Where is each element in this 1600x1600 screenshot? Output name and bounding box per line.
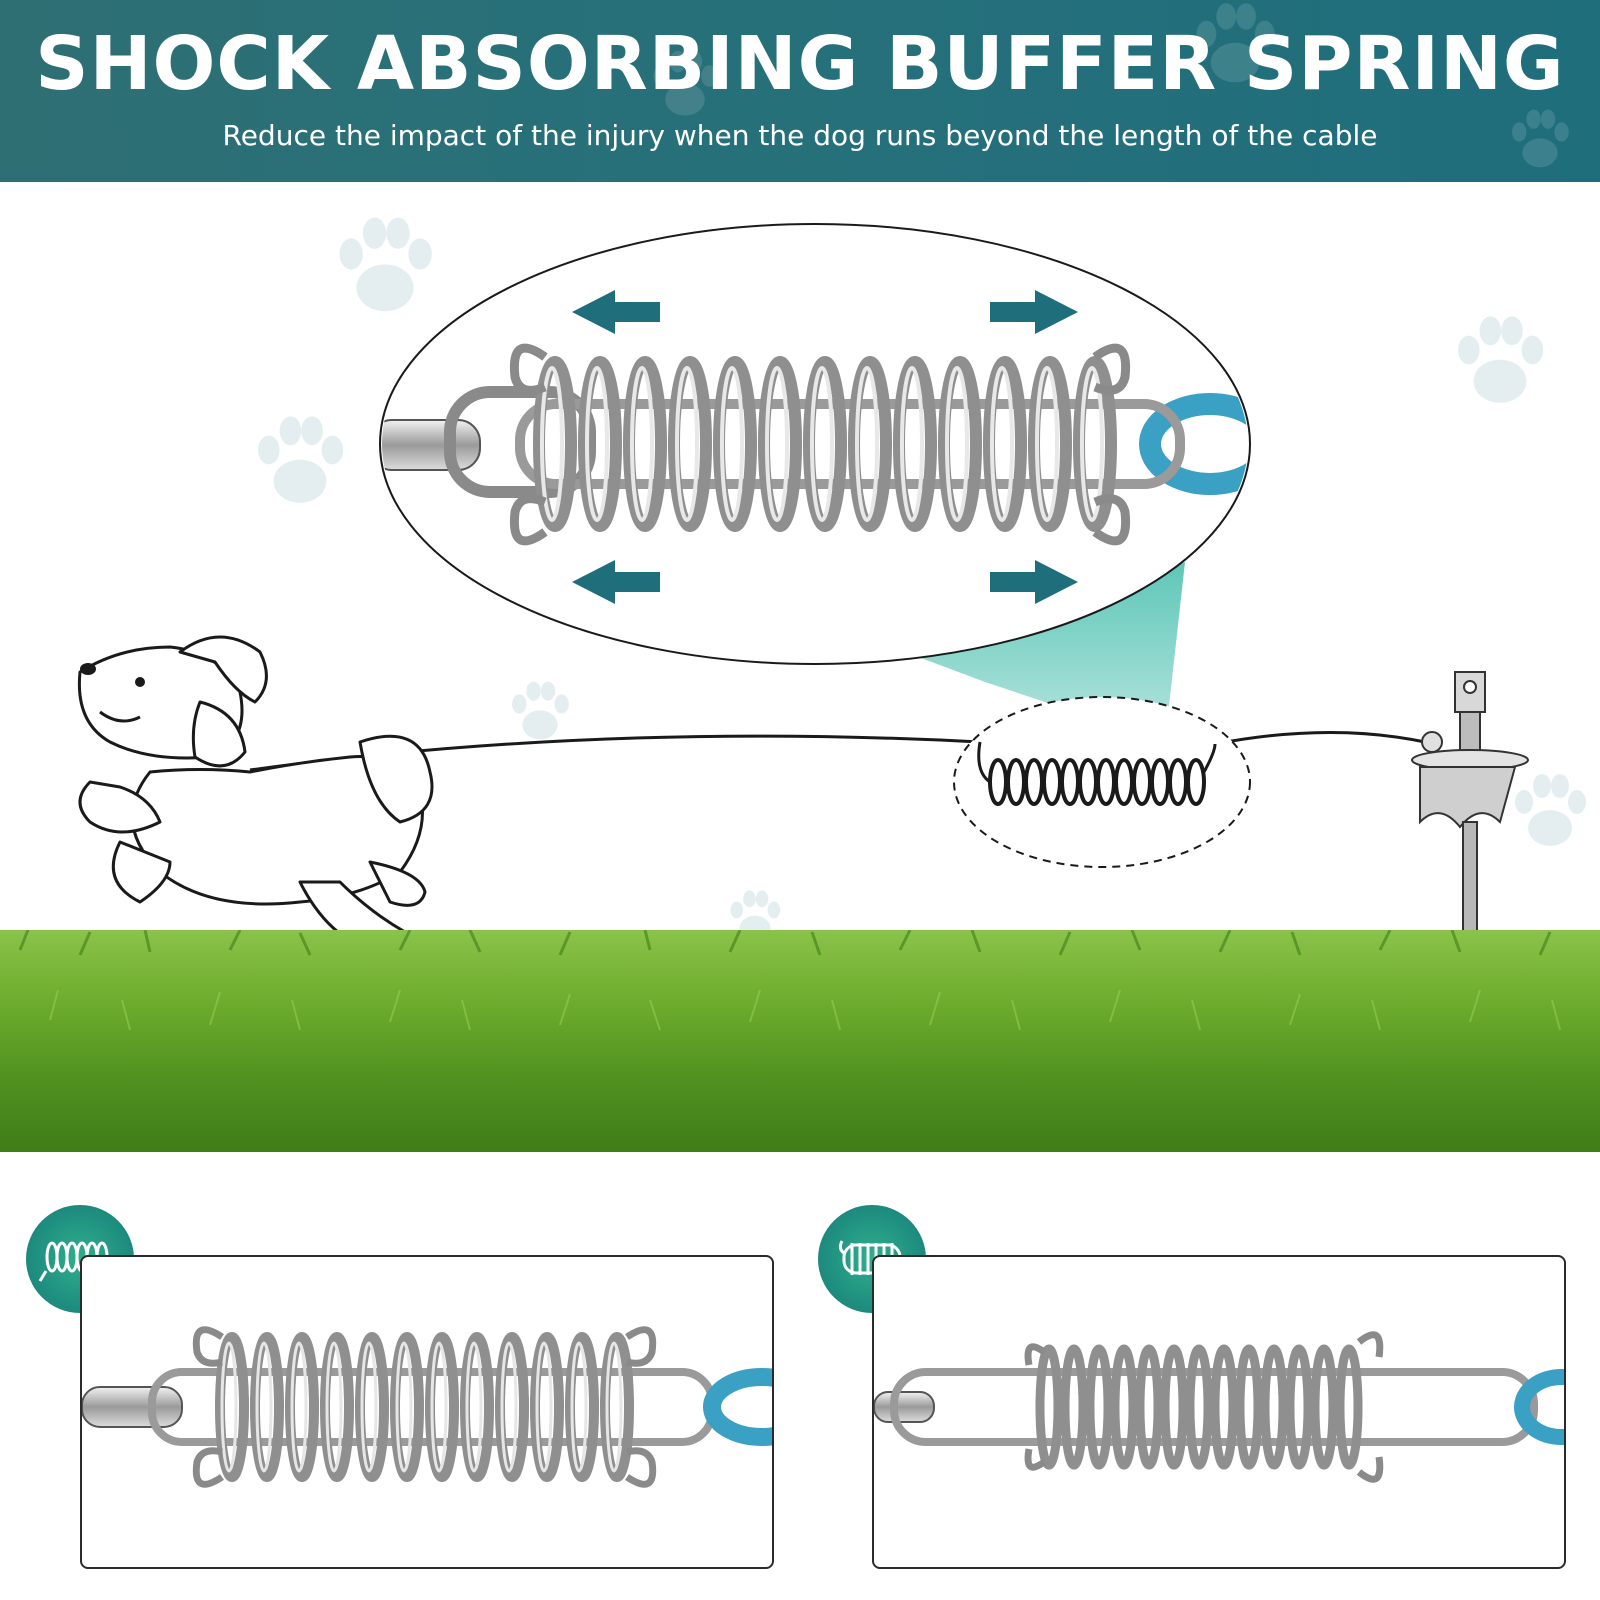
paw-print-icon (258, 217, 1586, 941)
grass-ground (0, 929, 1600, 1152)
stretch-arrows (572, 290, 1078, 604)
banner-title: SHOCK ABSORBING BUFFER SPRING (35, 21, 1565, 107)
arrow-left-icon (572, 290, 660, 334)
header-banner: SHOCK ABSORBING BUFFER SPRING Reduce the… (0, 0, 1600, 182)
paw-print-icon (1196, 3, 1275, 83)
paw-print-icon (1512, 109, 1569, 168)
extended-spring-panel (80, 1255, 774, 1569)
tie-out-illustration (77, 217, 1586, 954)
banner-subtitle: Reduce the impact of the injury when the… (222, 119, 1378, 152)
compressed-spring-photo (874, 1331, 1564, 1483)
running-dog-illustration (77, 635, 434, 954)
compressed-spring-panel (872, 1255, 1566, 1569)
ground-stake (1411, 671, 1529, 943)
arrow-right-icon (990, 560, 1078, 604)
zoom-callout-cone (905, 562, 1185, 742)
spring-coils (533, 356, 1117, 532)
arrow-right-icon (990, 290, 1078, 334)
spring-zoom-view (379, 223, 1251, 665)
grass-texture (18, 929, 1561, 1031)
arrow-left-icon (572, 560, 660, 604)
paw-print-icon (653, 50, 718, 116)
spring-location-marker (953, 696, 1251, 868)
extended-spring-photo (82, 1326, 772, 1488)
spring-outline-icon (988, 758, 1206, 806)
